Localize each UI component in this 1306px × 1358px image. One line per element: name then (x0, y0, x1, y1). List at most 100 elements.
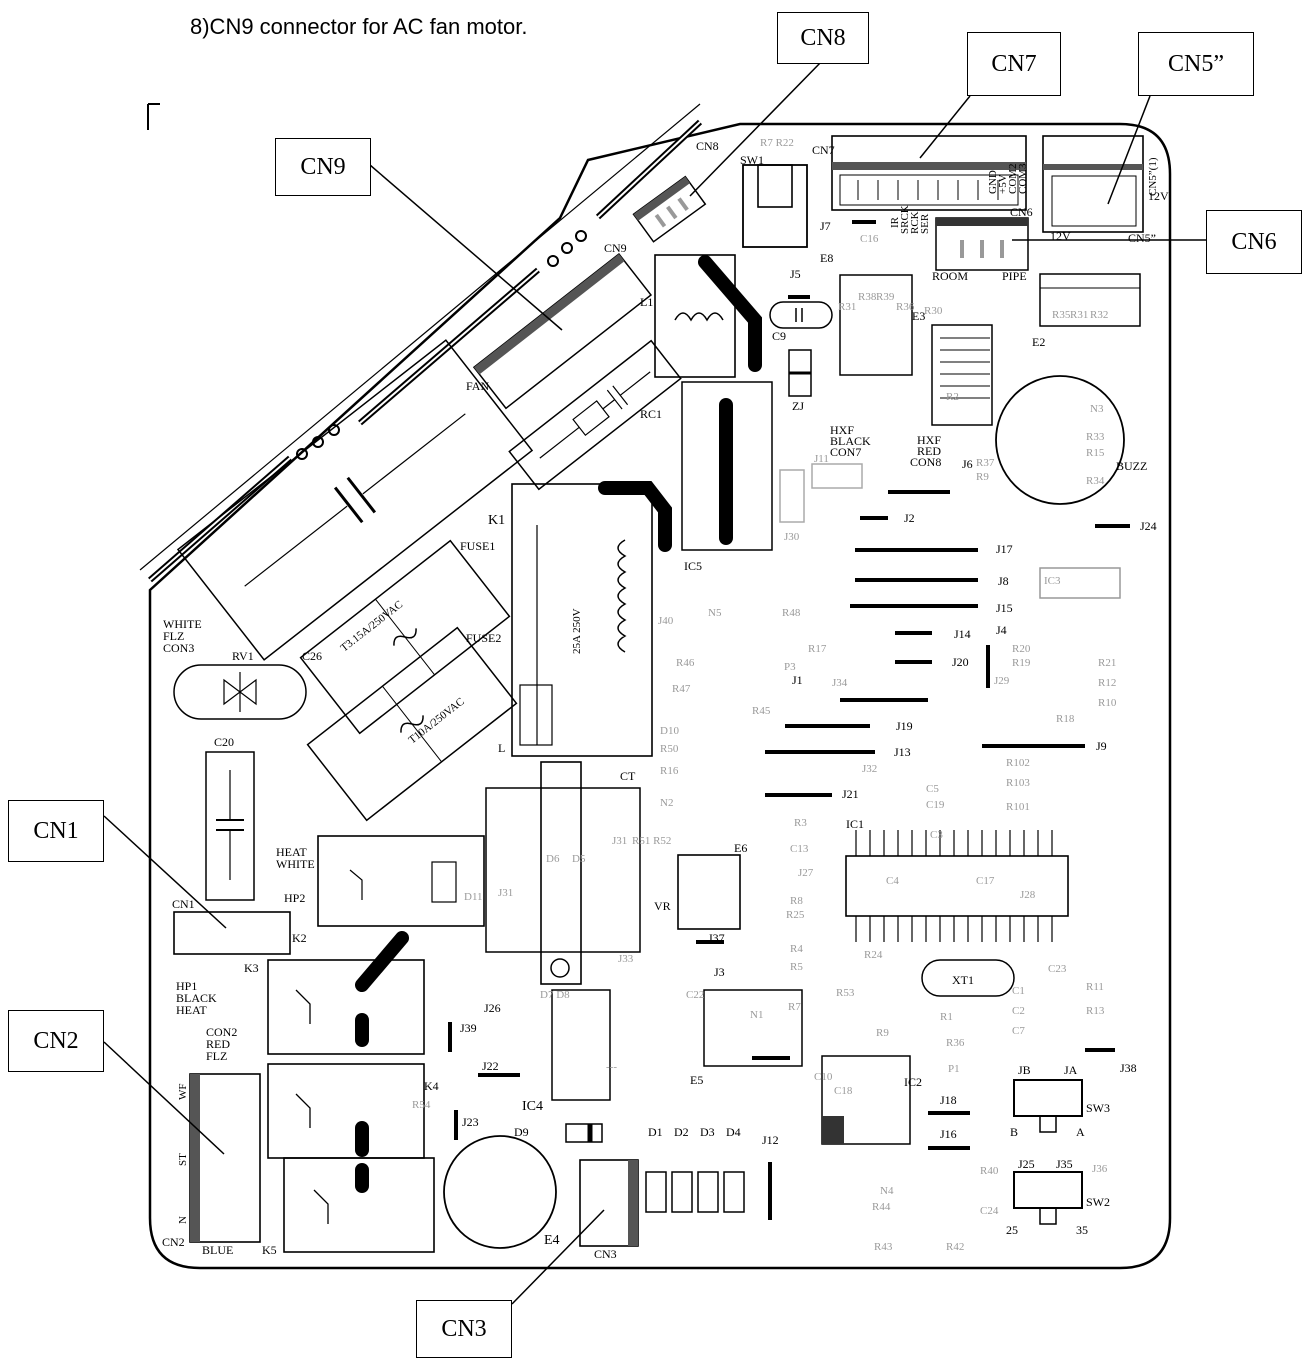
svg-text:R7 R22: R7 R22 (760, 137, 794, 149)
svg-text:J21: J21 (842, 787, 859, 801)
svg-text:IR: IR (889, 216, 901, 228)
instruction-line: 8)CN9 connector for AC fan motor. (190, 14, 528, 39)
svg-text:J31: J31 (498, 887, 513, 899)
svg-text:HXF: HXF (917, 433, 941, 447)
svg-text:R30: R30 (924, 305, 943, 317)
svg-text:J39: J39 (460, 1021, 477, 1035)
svg-text:FAN: FAN (466, 379, 489, 393)
svg-text:D10: D10 (660, 725, 679, 737)
svg-text:J5: J5 (790, 267, 801, 281)
svg-text:CON8: CON8 (910, 455, 941, 469)
svg-text:J16: J16 (940, 1127, 957, 1141)
svg-text:J3: J3 (714, 965, 725, 979)
svg-text:IC5: IC5 (684, 559, 702, 573)
svg-text:R43: R43 (874, 1241, 893, 1253)
svg-text:N: N (177, 1216, 189, 1224)
svg-text:D5: D5 (572, 853, 586, 865)
svg-text:BLACK: BLACK (176, 991, 217, 1005)
svg-text:J23: J23 (462, 1115, 479, 1129)
svg-text:CT: CT (620, 769, 636, 783)
svg-text:R33: R33 (1086, 431, 1105, 443)
svg-text:R45: R45 (752, 705, 771, 717)
svg-text:C19: C19 (926, 799, 945, 811)
svg-text:R3: R3 (794, 817, 807, 829)
svg-text:E6: E6 (734, 841, 747, 855)
svg-text:J36: J36 (1092, 1163, 1108, 1175)
svg-text:HXF: HXF (830, 423, 854, 437)
svg-text:HP2: HP2 (284, 891, 305, 905)
svg-text:P1: P1 (948, 1063, 960, 1075)
svg-text:R102: R102 (1006, 757, 1030, 769)
svg-text:C9: C9 (772, 329, 786, 343)
svg-text:J34: J34 (832, 677, 848, 689)
svg-text:J15: J15 (996, 601, 1013, 615)
svg-text:N5: N5 (708, 607, 722, 619)
svg-text:CON7: CON7 (830, 445, 861, 459)
svg-text:25A 250V: 25A 250V (571, 608, 583, 654)
svg-text:C13: C13 (790, 843, 809, 855)
svg-text:R54: R54 (412, 1099, 431, 1111)
svg-text:N2: N2 (660, 797, 673, 809)
svg-text:RV1: RV1 (232, 649, 254, 663)
svg-text:J9: J9 (1096, 739, 1107, 753)
callout-cn6: CN6 (1206, 210, 1302, 274)
svg-text:R38: R38 (858, 291, 877, 303)
svg-text:R31: R31 (1070, 309, 1088, 321)
svg-text:R1: R1 (940, 1011, 953, 1023)
callout-cn1: CN1 (8, 800, 104, 862)
svg-text:FLZ: FLZ (163, 629, 184, 643)
svg-text:J26: J26 (484, 1001, 501, 1015)
svg-text:+5V: +5V (997, 174, 1009, 194)
svg-text:R21: R21 (1098, 657, 1116, 669)
svg-text:R10: R10 (1098, 697, 1117, 709)
svg-text:CN2: CN2 (162, 1235, 185, 1249)
svg-text:R9: R9 (876, 1027, 889, 1039)
svg-text:C23: C23 (1048, 963, 1067, 975)
callout-cn7: CN7 (967, 32, 1061, 96)
svg-text:E4: E4 (544, 1233, 560, 1248)
svg-text:SW1: SW1 (740, 153, 764, 167)
svg-text:R18: R18 (1056, 713, 1075, 725)
svg-text:J1: J1 (792, 673, 803, 687)
svg-text:J20: J20 (952, 655, 969, 669)
svg-text:R103: R103 (1006, 777, 1030, 789)
svg-text:XT1: XT1 (952, 973, 974, 987)
svg-text:R44: R44 (872, 1201, 891, 1213)
svg-text:R34: R34 (1086, 475, 1105, 487)
svg-text:R19: R19 (1012, 657, 1031, 669)
svg-text:R20: R20 (1012, 643, 1031, 655)
svg-text:HEAT: HEAT (276, 845, 307, 859)
svg-text:RED: RED (917, 444, 941, 458)
svg-text:J29: J29 (994, 675, 1010, 687)
svg-text:C26: C26 (302, 649, 322, 663)
svg-text:CN5”: CN5” (1128, 231, 1156, 245)
svg-text:JB: JB (1018, 1063, 1031, 1077)
svg-text:K3: K3 (244, 961, 259, 975)
svg-text:CN5”(1): CN5”(1) (1147, 157, 1159, 196)
svg-text:C4: C4 (886, 875, 899, 887)
callout-cn2: CN2 (8, 1010, 104, 1072)
svg-text:E8: E8 (820, 251, 833, 265)
svg-text:RC1: RC1 (640, 407, 662, 421)
svg-text:N1: N1 (750, 1009, 763, 1021)
svg-text:D4: D4 (726, 1125, 741, 1139)
svg-text:R32: R32 (1090, 309, 1108, 321)
svg-text:J31: J31 (612, 835, 627, 847)
svg-text:R37: R37 (976, 457, 995, 469)
svg-text:CN1: CN1 (172, 897, 195, 911)
svg-text:12V: 12V (1148, 189, 1169, 203)
svg-text:J25: J25 (1018, 1157, 1035, 1171)
svg-text:R13: R13 (1086, 1005, 1105, 1017)
svg-text:PIPE: PIPE (1002, 269, 1027, 283)
svg-text:L1: L1 (640, 295, 653, 309)
svg-text:J14: J14 (954, 627, 971, 641)
svg-text:J30: J30 (784, 531, 800, 543)
svg-text:ST: ST (177, 1153, 189, 1166)
svg-text:J12: J12 (762, 1133, 779, 1147)
svg-text:K1: K1 (488, 513, 505, 528)
svg-text:R40: R40 (980, 1165, 999, 1177)
svg-text:ROOM: ROOM (932, 269, 968, 283)
svg-text:J8: J8 (998, 574, 1009, 588)
svg-text:D7 D8: D7 D8 (540, 989, 570, 1001)
svg-text:J40: J40 (658, 615, 674, 627)
